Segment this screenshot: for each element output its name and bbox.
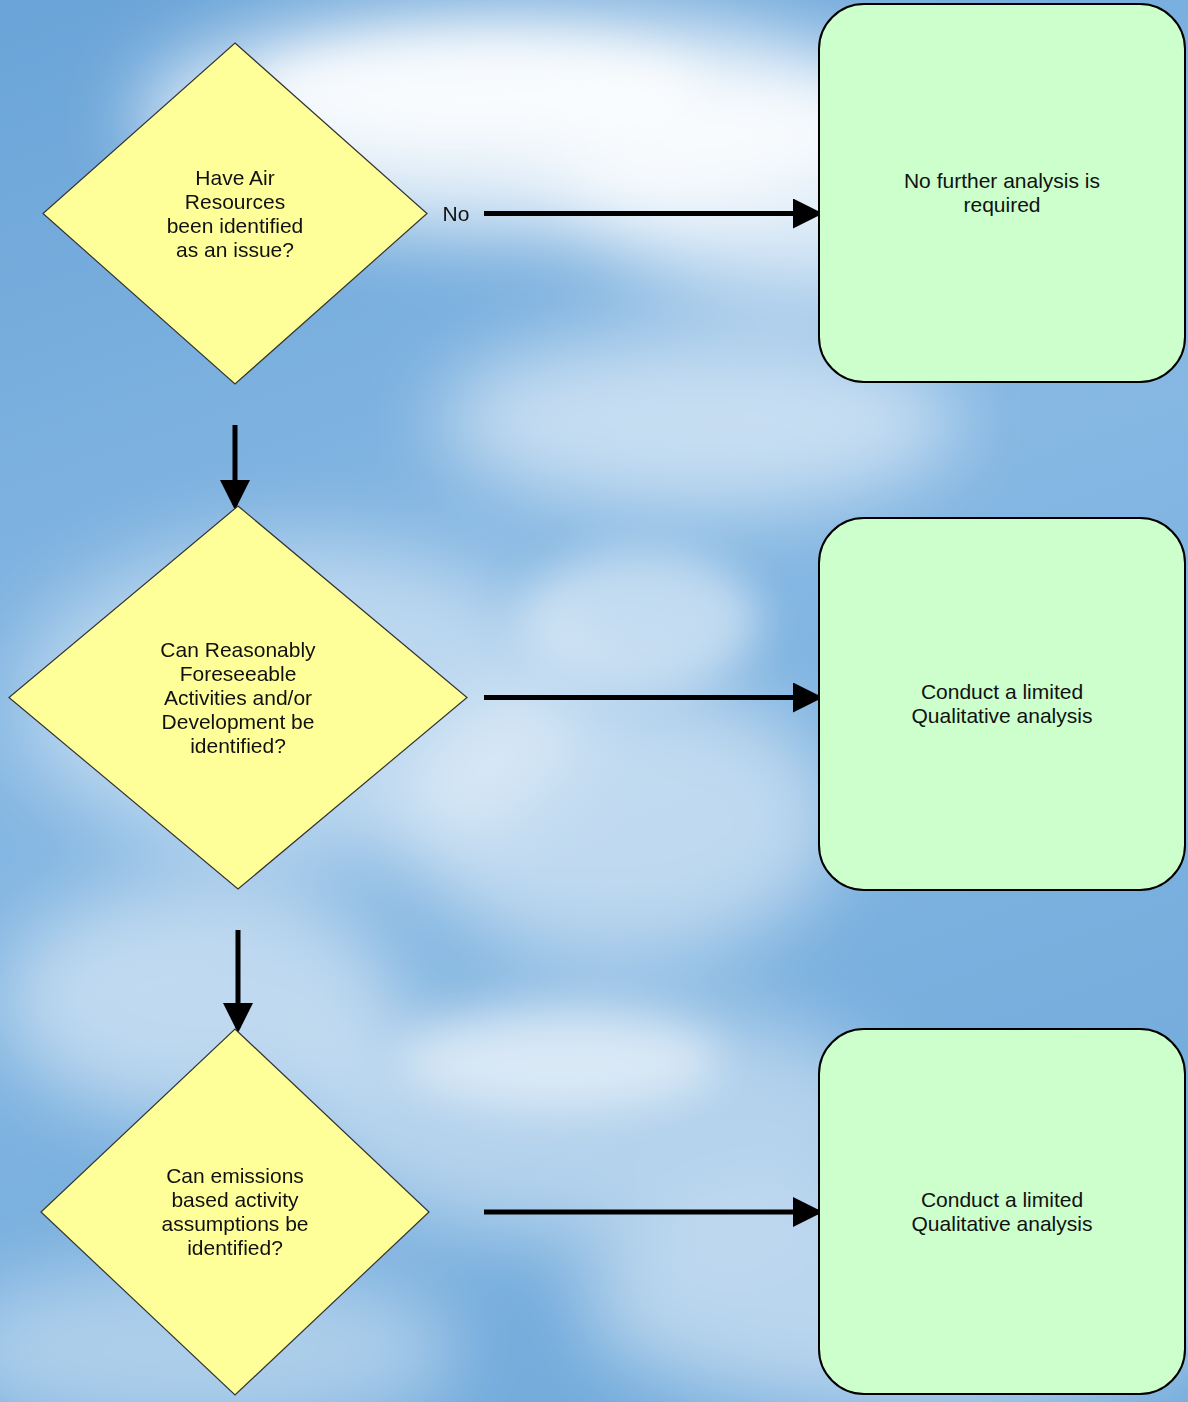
- flow-arrow: [233, 425, 238, 505]
- flow-arrow: [484, 211, 818, 216]
- flow-arrow: [236, 930, 241, 1028]
- edge-label: No: [443, 202, 470, 226]
- box-text: No further analysis is required: [902, 169, 1102, 217]
- question-text: Can emissions based activity assumptions…: [159, 1164, 311, 1260]
- decision-diamond: Can emissions based activity assumptions…: [40, 1028, 430, 1396]
- box-text: Conduct a limited Qualitative analysis: [902, 1188, 1102, 1236]
- question-text: Have Air Resources been identified as an…: [159, 166, 311, 262]
- terminal-box: No further analysis is required: [818, 3, 1186, 383]
- terminal-box: Conduct a limited Qualitative analysis: [818, 1028, 1186, 1395]
- terminal-box: Conduct a limited Qualitative analysis: [818, 517, 1186, 891]
- flow-arrow: [484, 1210, 818, 1215]
- flow-arrow: [484, 695, 818, 700]
- box-text: Conduct a limited Qualitative analysis: [902, 680, 1102, 728]
- decision-diamond: Have Air Resources been identified as an…: [42, 42, 428, 385]
- question-text: Can Reasonably Foreseeable Activities an…: [152, 638, 324, 758]
- decision-diamond: Can Reasonably Foreseeable Activities an…: [8, 505, 468, 890]
